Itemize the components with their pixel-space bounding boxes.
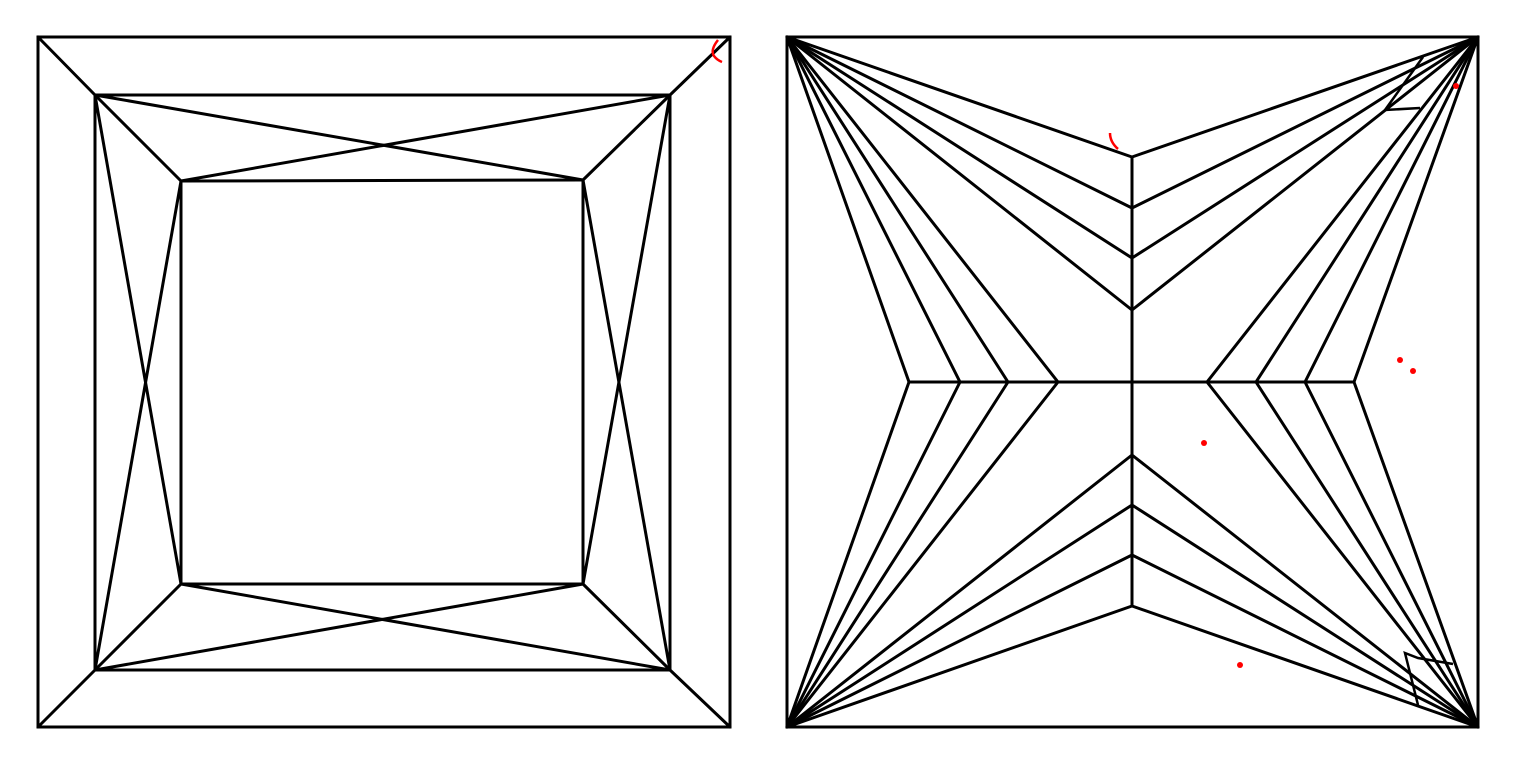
pavilion-facet-edge: [1130, 604, 1480, 729]
pavilion-facet-panel: [785, 35, 1480, 729]
red-arc-mark: [711, 39, 723, 64]
pavilion-facet-edge: [785, 35, 1134, 210]
red-arc-mark: [1108, 132, 1119, 150]
pavilion-facet-edge: [1254, 35, 1480, 384]
pavilion-facet-edge: [1205, 380, 1480, 729]
pavilion-facet-edge: [785, 35, 1134, 159]
corner-edge: [36, 668, 97, 729]
pavilion-facet-edge: [1130, 553, 1480, 729]
pavilion-facet-edge: [1130, 35, 1480, 210]
pavilion-facet-edge: [785, 35, 1134, 260]
pavilion-facet-edge: [1130, 35, 1480, 159]
star-edge: [581, 582, 672, 672]
pavilion-facet-edge: [1130, 453, 1480, 729]
cross-edge: [93, 93, 183, 586]
cross-edge: [581, 178, 672, 672]
cross-edge: [93, 582, 585, 672]
star-edge: [93, 582, 183, 672]
corner-edge: [36, 35, 97, 97]
pavilion-facet-edge: [785, 35, 962, 384]
red-annotation-marks: [711, 39, 1459, 668]
table-edge: [179, 178, 585, 183]
inner-square-outline: [93, 93, 672, 672]
star-edge: [581, 93, 672, 182]
pavilion-facet-edge: [785, 553, 1134, 729]
pavilion-facet-edge: [785, 380, 962, 729]
red-dot-mark: [1453, 83, 1459, 89]
pavilion-facet-edge: [785, 35, 911, 384]
sketch-stroke: [1382, 56, 1425, 112]
pavilion-outline: [785, 35, 1480, 729]
corner-edge: [668, 668, 732, 729]
red-dot-mark: [1397, 357, 1403, 363]
pavilion-facet-edge: [1303, 35, 1480, 384]
cross-edge: [179, 93, 672, 183]
pavilion-facet-edge: [1130, 503, 1480, 729]
red-dot-mark: [1201, 440, 1207, 446]
pavilion-facet-edge: [785, 380, 1010, 729]
pavilion-facet-edge: [1130, 35, 1480, 260]
cross-edge: [93, 179, 183, 672]
pavilion-facet-edge: [785, 380, 911, 729]
pavilion-facet-edge: [1303, 380, 1480, 729]
sketch-stroke: [1403, 650, 1454, 706]
pavilion-facet-edge: [1352, 35, 1480, 384]
outer-girdle-outline: [36, 35, 732, 729]
red-dot-mark: [1237, 662, 1243, 668]
corner-edge: [668, 35, 732, 97]
pavilion-facet-edge: [785, 453, 1134, 729]
star-edge: [93, 93, 183, 183]
cross-edge: [93, 93, 585, 182]
cross-edge: [581, 93, 672, 586]
pavilion-facet-edge: [785, 380, 1060, 729]
pavilion-facet-edge: [1130, 35, 1480, 312]
pavilion-facet-edge: [1254, 380, 1480, 729]
pavilion-facet-edge: [1205, 35, 1480, 384]
pavilion-facet-edge: [785, 35, 1010, 384]
crown-facet-panel: [36, 35, 732, 729]
pavilion-facet-edge: [785, 503, 1134, 729]
red-dot-mark: [1410, 368, 1416, 374]
pavilion-facet-edge: [1352, 380, 1480, 729]
cross-edge: [179, 582, 672, 672]
pavilion-facet-edge: [785, 604, 1134, 729]
pavilion-facet-edge: [785, 35, 1060, 384]
pavilion-facet-edge: [785, 35, 1134, 312]
